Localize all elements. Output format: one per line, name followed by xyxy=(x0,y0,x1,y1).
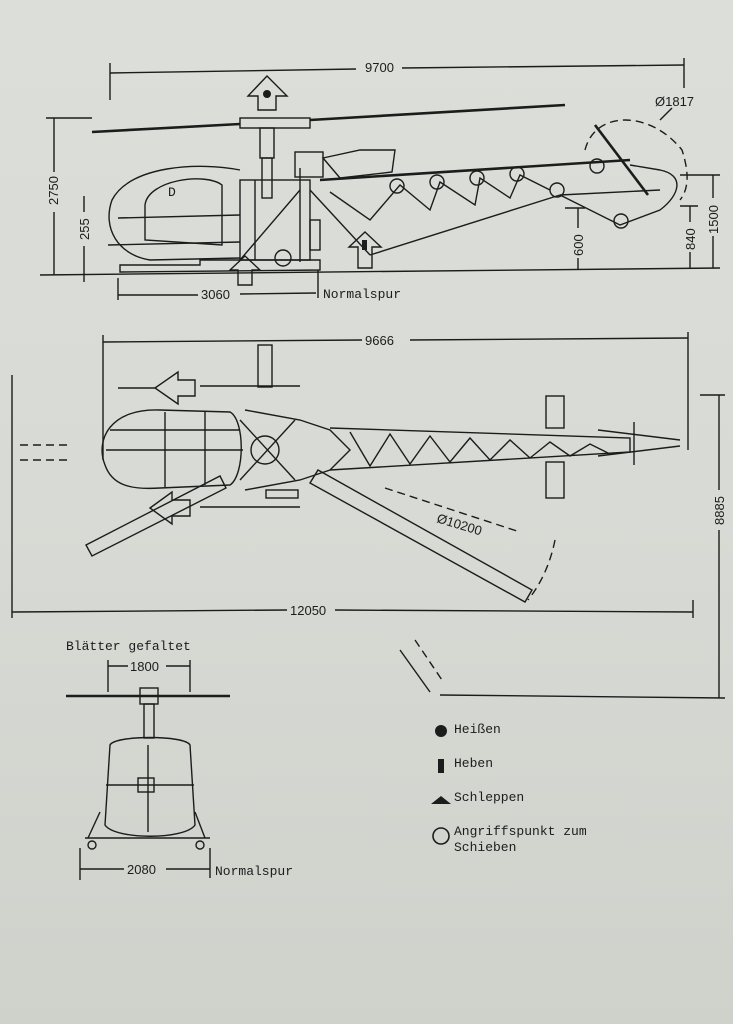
skid-label: Normalspur xyxy=(215,864,293,879)
dimension-skid-length: 3060 Normalspur xyxy=(117,270,401,302)
filled-circle-icon xyxy=(428,722,454,738)
dimension-folded-width: 1800 xyxy=(107,659,191,692)
helicopter-front xyxy=(66,687,230,850)
side-view: 9700 2750 255 xyxy=(39,58,721,302)
dimension-label: 2080 xyxy=(127,862,156,877)
fuselage-frame xyxy=(119,149,396,273)
legend-item-lift: Heben xyxy=(428,756,634,790)
dimension-overall-width: 8885 xyxy=(399,394,727,699)
skid-label: Normalspur xyxy=(323,287,401,302)
filled-triangle-icon xyxy=(428,790,454,806)
dimension-label: 600 xyxy=(571,234,586,256)
legend-item-hoist: Heißen xyxy=(428,722,634,756)
dimension-label: 12050 xyxy=(290,603,326,618)
front-view: Blätter gefaltet 1800 2 xyxy=(66,639,293,880)
legend: Heißen Heben Schleppen Angriffspunkt zum… xyxy=(428,722,634,858)
cabin-bubble: D xyxy=(107,165,241,261)
dimension-label: 2750 xyxy=(46,176,61,205)
dimension-label: 1500 xyxy=(706,205,721,234)
open-circle-icon xyxy=(428,824,454,846)
dimension-tail-side: 600 840 1500 xyxy=(565,174,721,270)
tow-point-arrow-icon xyxy=(148,490,191,526)
dimension-overall-length: 12050 xyxy=(11,375,694,618)
dimension-label: 9700 xyxy=(365,60,394,75)
legend-label: Heben xyxy=(454,756,494,771)
lift-point-arrow-icon xyxy=(347,231,383,269)
tail-boom-top xyxy=(329,395,681,499)
dimension-label: 9666 xyxy=(365,333,394,348)
dimension-label: 255 xyxy=(77,218,92,240)
legend-label: Angriffspunkt zum Schieben xyxy=(454,824,587,855)
tail-rotor: Ø1817 xyxy=(584,94,694,201)
dimension-length-side: 9700 xyxy=(109,58,685,100)
lift-point-arrow-icon xyxy=(228,255,262,286)
dimension-label: 8885 xyxy=(712,496,727,525)
fuselage-top xyxy=(101,344,351,508)
tail-boom xyxy=(309,158,678,256)
dimension-label: Ø10200 xyxy=(435,511,484,539)
legend-label: Heißen xyxy=(454,722,501,737)
dimension-label: 3060 xyxy=(201,287,230,302)
dimension-label: 1800 xyxy=(130,659,159,674)
legend-label: Schleppen xyxy=(454,790,525,805)
top-view: 9666 xyxy=(11,332,727,699)
tow-point-arrow-icon xyxy=(153,370,196,406)
svg-text:D: D xyxy=(168,185,176,200)
main-rotor-blades-top: Ø10200 xyxy=(85,469,556,603)
dimension-label: 840 xyxy=(683,228,698,250)
front-view-title: Blätter gefaltet xyxy=(66,639,191,654)
legend-item-push-point: Angriffspunkt zum Schieben xyxy=(428,824,634,858)
main-rotor xyxy=(91,103,566,199)
dimension-height-side: 2750 255 xyxy=(39,117,721,282)
hoist-point-arrow-icon xyxy=(246,74,289,111)
filled-rectangle-icon xyxy=(428,756,454,774)
legend-item-tow: Schleppen xyxy=(428,790,634,824)
dimension-label: Ø1817 xyxy=(655,94,694,109)
dimension-skid-width: 2080 Normalspur xyxy=(79,848,293,880)
